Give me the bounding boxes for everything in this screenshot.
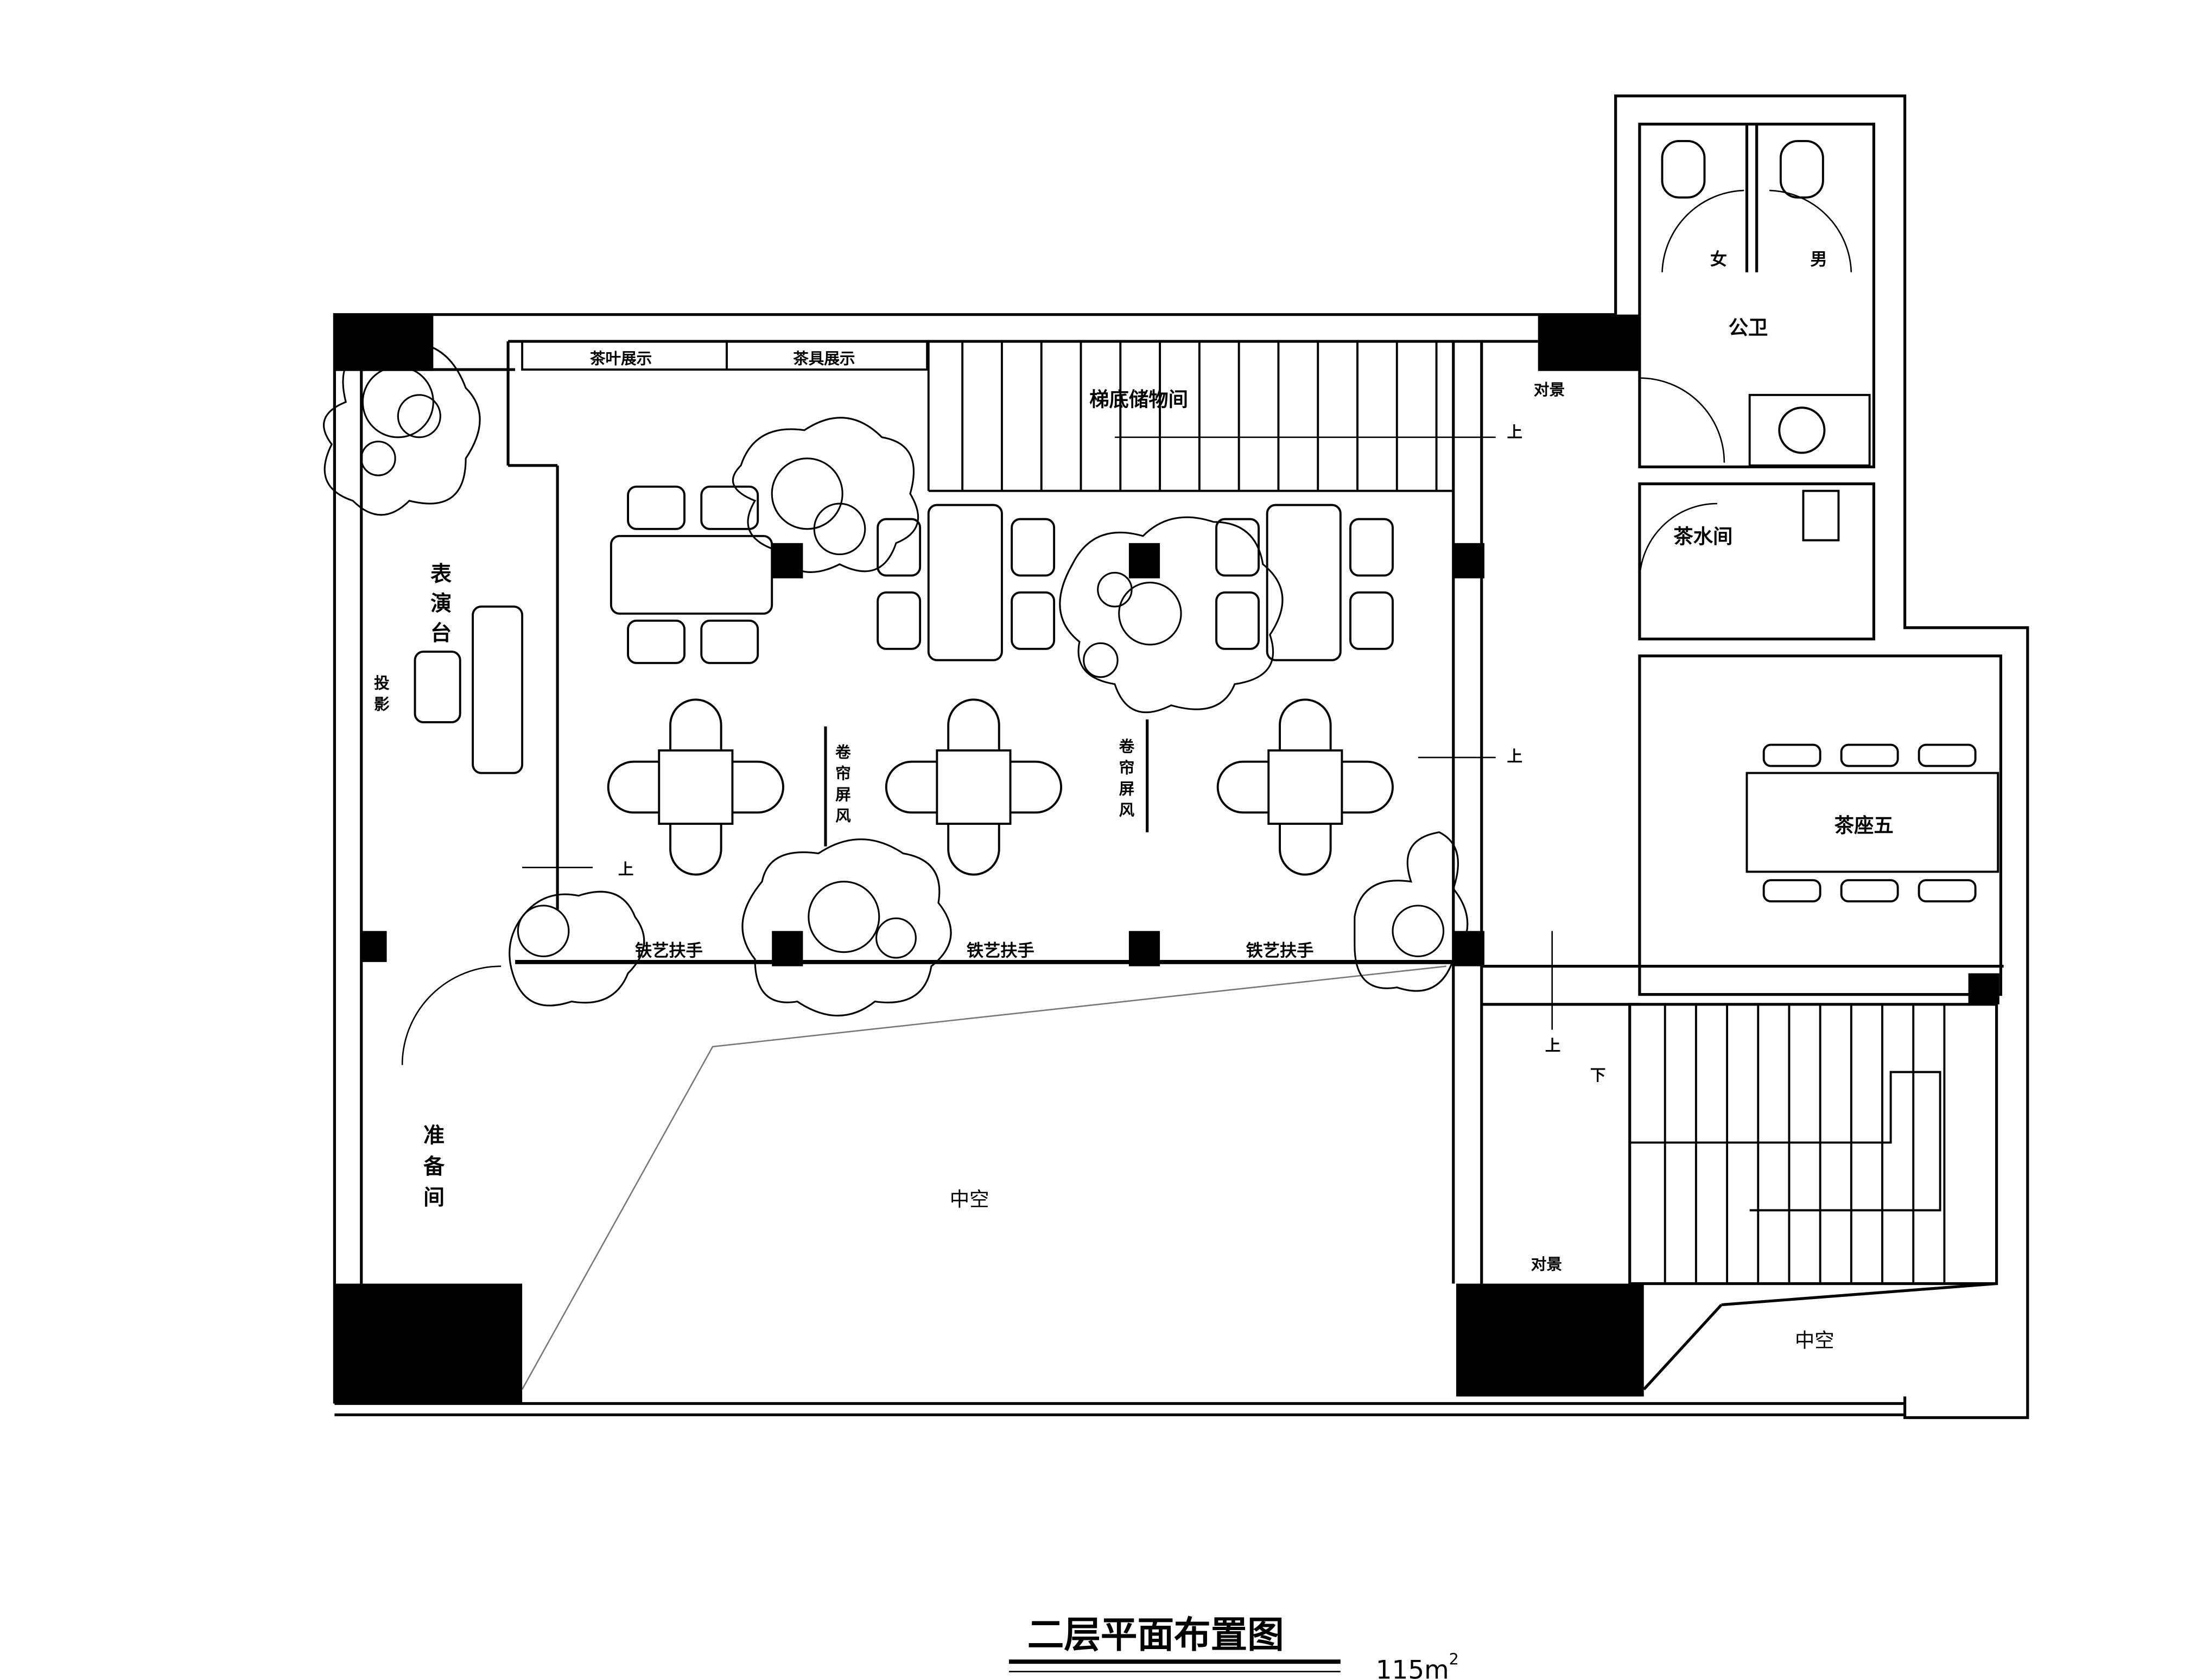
tea-seat-five-label: 茶座五 xyxy=(1834,814,1894,837)
pantry-label: 茶水间 xyxy=(1673,525,1732,548)
column xyxy=(1538,314,1640,371)
curtain-screen-2-char-1: 卷 xyxy=(1119,737,1135,756)
stage-seat xyxy=(414,651,461,723)
void-lower-right-2 xyxy=(1721,1282,1997,1307)
stair-treads xyxy=(927,341,1946,1284)
curtain-screen-2-char-4: 风 xyxy=(1119,801,1135,819)
area-unit-sup: 2 xyxy=(1449,1650,1459,1668)
long-table xyxy=(1745,772,1999,873)
door-prep xyxy=(401,965,502,1065)
sink xyxy=(1802,489,1840,542)
curtain-screen-2-char-2: 帘 xyxy=(1119,759,1135,777)
furniture xyxy=(401,140,1999,1065)
column xyxy=(334,1283,523,1404)
outer-wall xyxy=(333,313,1616,1404)
tea-seat-five-room xyxy=(1638,654,2002,996)
up-label-3: 上 xyxy=(1545,1036,1561,1055)
stage-platform xyxy=(472,605,524,774)
up-label-2: 上 xyxy=(1507,747,1523,766)
female-label: 女 xyxy=(1710,250,1727,270)
columns xyxy=(334,314,1999,1404)
column xyxy=(772,543,803,578)
column xyxy=(1968,973,1999,1004)
projection-char-1: 投 xyxy=(374,674,390,692)
prep-char-3: 间 xyxy=(423,1186,445,1210)
teaware-display-label: 茶具展示 xyxy=(793,349,855,368)
stair-right xyxy=(1628,1003,1998,1286)
railing-label-2: 铁艺扶手 xyxy=(967,941,1034,960)
prep-char-2: 备 xyxy=(423,1155,445,1179)
curtain-screen-1-char-3: 屏 xyxy=(835,785,851,804)
door-male xyxy=(1769,189,1852,272)
toilet-female xyxy=(1661,140,1706,199)
up-label-4: 上 xyxy=(618,860,634,879)
pantry-inner xyxy=(1638,482,1876,641)
column xyxy=(1456,1283,1644,1397)
walls xyxy=(333,94,2029,1420)
area-number: 115m xyxy=(1376,1656,1449,1680)
railing-label-3: 铁艺扶手 xyxy=(1246,941,1314,960)
restroom-label: 公卫 xyxy=(1729,316,1768,339)
curtain-screen-1-char-4: 风 xyxy=(835,806,851,825)
railing-label-1: 铁艺扶手 xyxy=(635,941,703,960)
square-table-3 xyxy=(1267,749,1343,825)
void-main-label: 中空 xyxy=(950,1188,989,1211)
door-restroom xyxy=(1639,377,1725,463)
arrows xyxy=(522,436,1553,1030)
area-value: 115m2 xyxy=(1376,1650,1459,1680)
curtain-screen-2-char-3: 屏 xyxy=(1119,780,1135,798)
view-wall-label-top: 对景 xyxy=(1534,380,1565,399)
table-upper-mid xyxy=(927,504,1003,661)
door-pantry xyxy=(1639,502,1717,581)
up-label-1: 上 xyxy=(1507,423,1523,441)
table-upper-left xyxy=(610,534,773,615)
down-label: 下 xyxy=(1590,1066,1606,1084)
door-female xyxy=(1661,189,1744,272)
void-lower-right xyxy=(1642,1303,1723,1391)
stair-storage-label: 梯底储物间 xyxy=(1089,388,1188,411)
curtain-screen-1-char-2: 帘 xyxy=(835,764,851,782)
column xyxy=(1128,543,1160,578)
column xyxy=(1128,931,1160,966)
void-side-label: 中空 xyxy=(1795,1329,1834,1352)
toilet-male xyxy=(1779,140,1824,199)
teaware-shelf xyxy=(726,340,929,371)
column xyxy=(1453,543,1484,578)
projection-char-2: 影 xyxy=(374,695,390,714)
square-table-2 xyxy=(936,749,1012,825)
male-label: 男 xyxy=(1810,250,1827,270)
basin xyxy=(1778,406,1826,454)
table-upper-right xyxy=(1266,504,1342,661)
square-table-1 xyxy=(658,749,734,825)
view-wall-label-bottom: 对景 xyxy=(1531,1255,1562,1274)
column xyxy=(361,931,387,962)
curtain-screen-1-char-1: 卷 xyxy=(835,743,851,761)
stage-char-3: 台 xyxy=(430,621,452,646)
trees xyxy=(323,342,1469,1017)
column xyxy=(772,931,803,966)
basin-counter xyxy=(1748,393,1871,467)
page-title: 二层平面布置图 xyxy=(1027,1613,1284,1656)
column xyxy=(1453,931,1484,966)
stage-char-1: 表 xyxy=(430,562,452,587)
void-main-outline xyxy=(521,965,1446,1390)
tea-leaf-display-label: 茶叶展示 xyxy=(590,349,652,368)
restroom-outer-wall xyxy=(1614,94,2029,1420)
prep-char-1: 准 xyxy=(423,1124,445,1148)
stage-char-2: 演 xyxy=(430,592,452,616)
